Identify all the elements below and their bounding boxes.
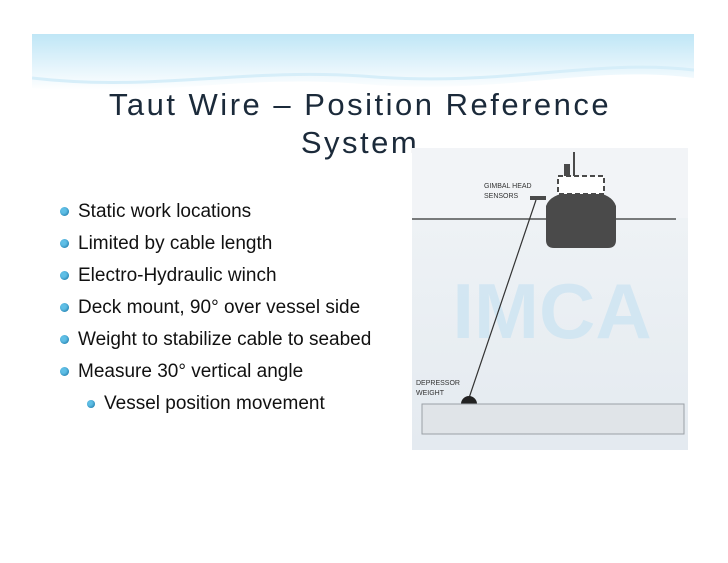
bullet-dot-icon: [87, 400, 95, 408]
imca-watermark: IMCA: [452, 267, 651, 355]
vessel: [530, 152, 616, 248]
header-wave-graphic: [32, 34, 694, 91]
bullet-text: Static work locations: [78, 201, 252, 222]
bullet-dot-icon: [60, 271, 69, 280]
bullet-dot-icon: [60, 207, 69, 216]
depressor-weight: [461, 396, 477, 404]
bullet-text: Vessel position movement: [104, 393, 325, 414]
bullet-text: Measure 30° vertical angle: [78, 361, 304, 382]
slide-title: Taut Wire – Position Reference System: [108, 87, 612, 160]
sub-bullet-item: Vessel position movement: [0, 388, 430, 420]
sensors-label: SENSORS: [484, 193, 519, 200]
weight-label: WEIGHT: [416, 390, 445, 397]
taut-wire-illustration: IMCA GIMBAL HEAD SENSORS DEPRESSOR WEIGH…: [412, 148, 688, 450]
bullet-item: Weight to stabilize cable to seabed: [0, 324, 430, 356]
taut-wire-diagram: IMCA GIMBAL HEAD SENSORS DEPRESSOR WEIGH…: [412, 148, 688, 450]
bullet-item: Electro-Hydraulic winch: [0, 260, 430, 292]
bullet-list: Static work locations Limited by cable l…: [0, 196, 430, 420]
bullet-text: Deck mount, 90° over vessel side: [78, 297, 361, 318]
bullet-dot-icon: [60, 239, 69, 248]
bullet-text: Limited by cable length: [78, 233, 273, 254]
bullet-dot-icon: [60, 303, 69, 312]
bullet-item: Measure 30° vertical angle: [0, 356, 430, 388]
bullet-item: Limited by cable length: [0, 228, 430, 260]
bullet-text: Weight to stabilize cable to seabed: [78, 329, 372, 350]
header-wave-banner: [32, 34, 694, 106]
bullet-item: Deck mount, 90° over vessel side: [0, 292, 430, 324]
bullet-item: Static work locations: [0, 196, 430, 228]
bullet-text: Electro-Hydraulic winch: [78, 265, 277, 286]
taut-wire-cable: [468, 199, 537, 399]
bullet-dot-icon: [60, 335, 69, 344]
bullet-dot-icon: [60, 367, 69, 376]
seabed: [421, 403, 685, 435]
gimbal-head-label: GIMBAL HEAD: [484, 183, 532, 190]
depressor-label: DEPRESSOR: [416, 380, 460, 387]
